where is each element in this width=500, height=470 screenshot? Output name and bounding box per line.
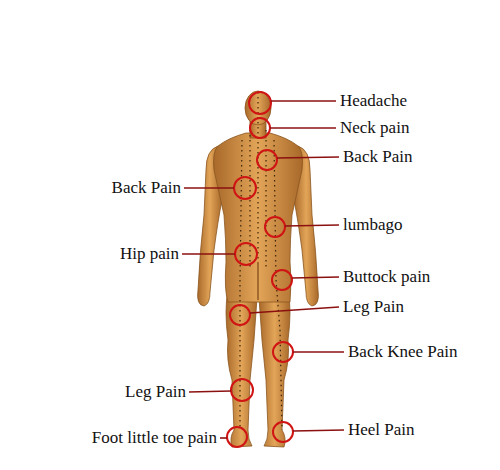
pain-label: Buttock pain	[343, 267, 430, 287]
pain-label: Heel Pain	[348, 420, 415, 440]
pain-label: Back Knee Pain	[348, 342, 458, 362]
pain-label: Foot little toe pain	[92, 428, 217, 448]
pain-label: Headache	[340, 91, 407, 111]
pain-label: Leg Pain	[125, 382, 186, 402]
pain-label: Neck pain	[340, 118, 409, 138]
pain-label: Leg Pain	[343, 297, 404, 317]
pain-label: Back Pain	[343, 147, 412, 167]
pain-label: lumbago	[343, 215, 403, 235]
pain-label: Back Pain	[112, 178, 181, 198]
pain-label: Hip pain	[120, 244, 179, 264]
